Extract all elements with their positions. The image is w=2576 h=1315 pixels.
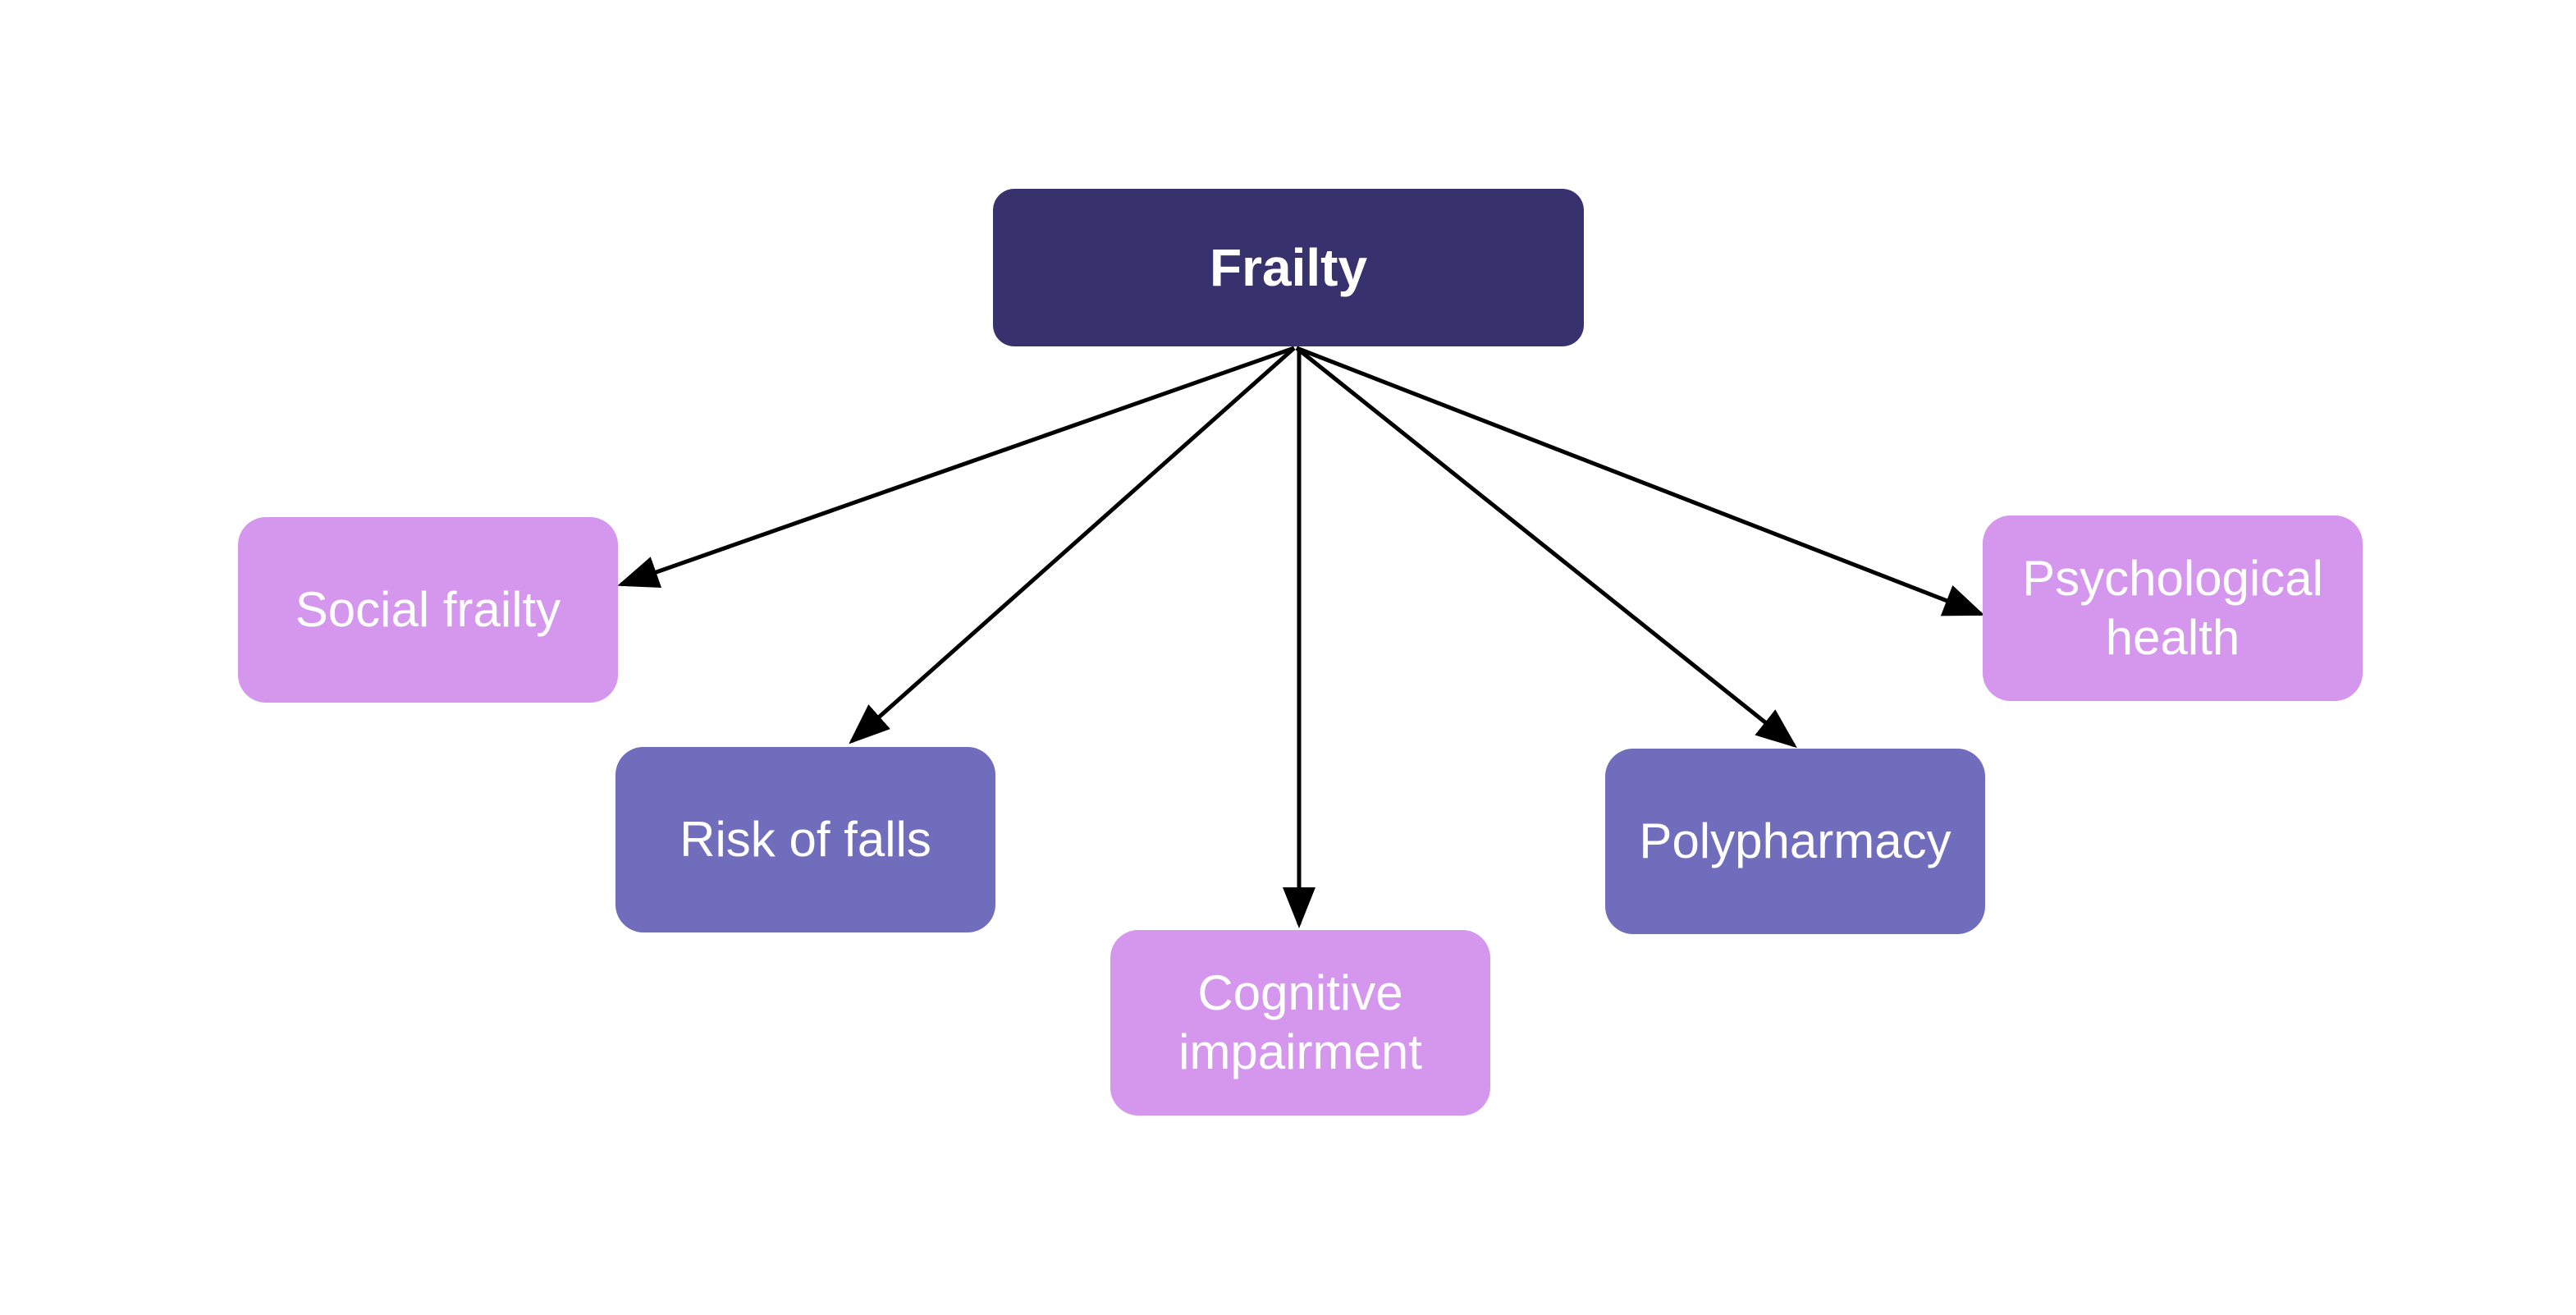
node-label: Social frailty <box>295 582 561 637</box>
node-polypharmacy: Polypharmacy <box>1605 749 1985 934</box>
node-label: Risk of falls <box>679 812 931 867</box>
arrow-to-risk-of-falls <box>849 346 1296 745</box>
node-social-frailty: Social frailty <box>238 517 618 703</box>
node-label: Psychological health <box>2022 551 2323 665</box>
node-risk-of-falls: Risk of falls <box>615 747 995 932</box>
node-label: Polypharmacy <box>1639 813 1951 868</box>
node-psychological-health: Psychological health <box>1983 515 2363 701</box>
arrow-to-psychological-health <box>1296 346 1985 616</box>
arrow-to-polypharmacy <box>1295 346 1797 749</box>
node-label: Frailty <box>1209 237 1368 297</box>
node-label: Cognitive impairment <box>1178 965 1422 1079</box>
arrow-to-social-frailty <box>617 346 1295 588</box>
node-cognitive-impairment: Cognitive impairment <box>1110 930 1490 1116</box>
node-frailty: Frailty <box>993 189 1584 346</box>
